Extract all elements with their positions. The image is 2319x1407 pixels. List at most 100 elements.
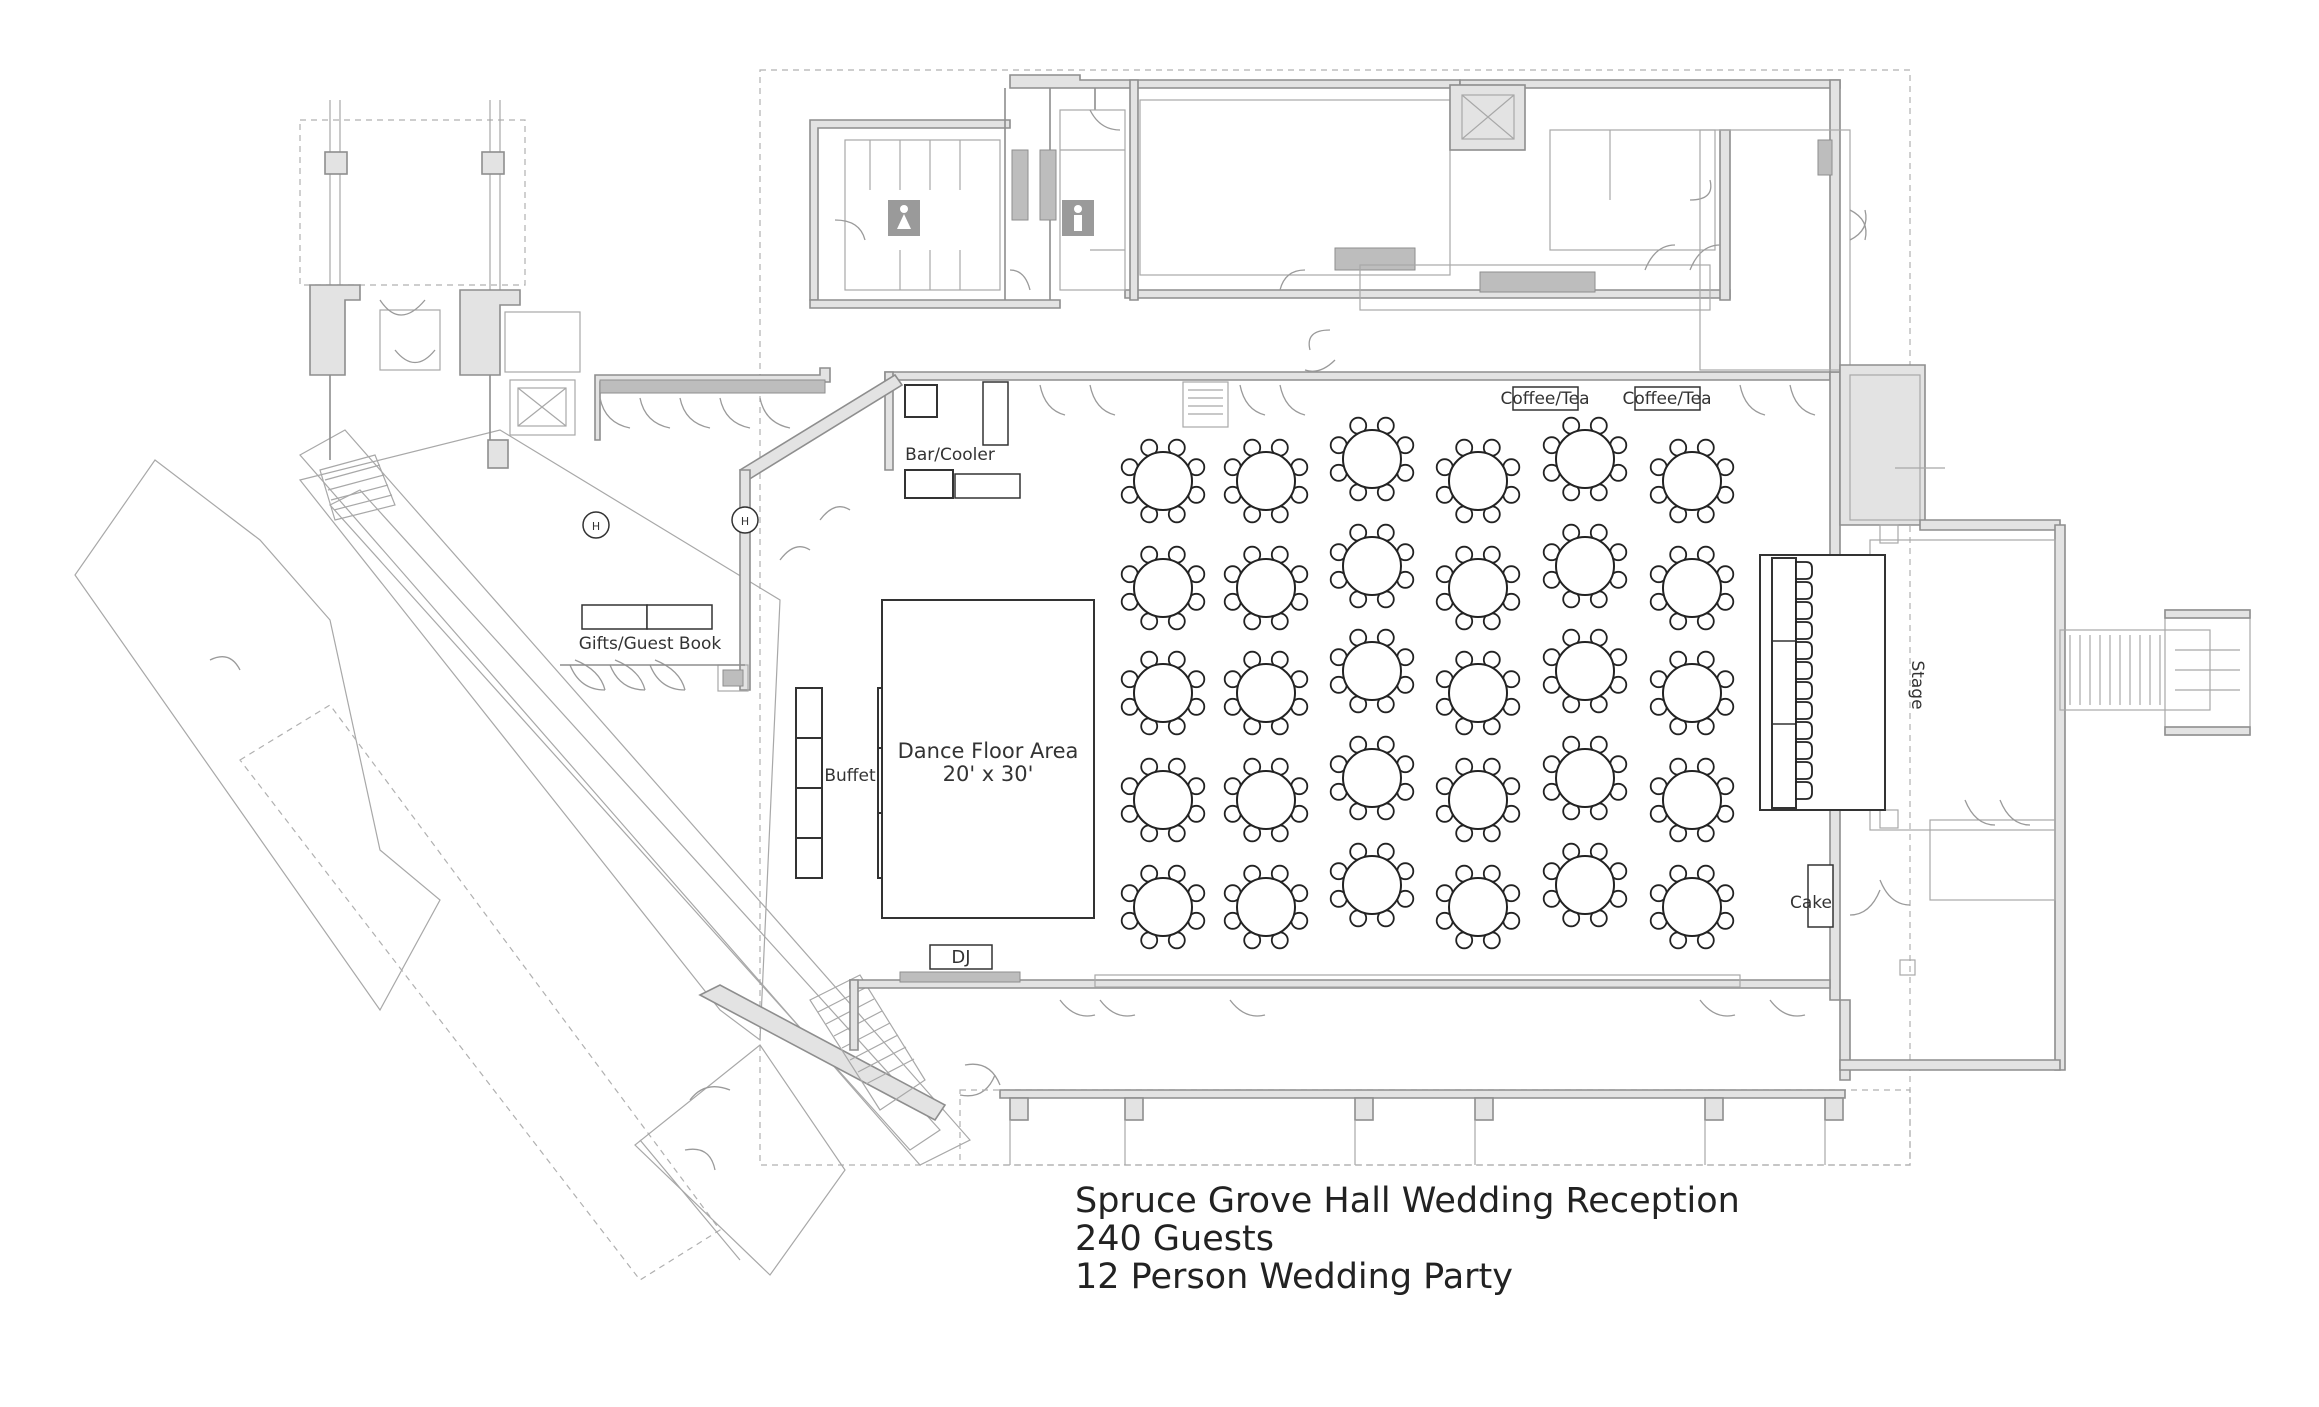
table-top bbox=[1555, 855, 1615, 915]
round-table bbox=[1223, 650, 1309, 736]
round-table bbox=[1542, 416, 1628, 502]
table-top bbox=[1133, 770, 1193, 830]
table-top bbox=[1342, 855, 1402, 915]
dance-floor: Dance Floor Area 20' x 30' bbox=[881, 599, 1095, 919]
round-table bbox=[1435, 438, 1521, 524]
round-table bbox=[1120, 650, 1206, 736]
right-wing bbox=[1839, 364, 2251, 1081]
table-top bbox=[1448, 770, 1508, 830]
stair-left-wing bbox=[319, 454, 396, 521]
round-table bbox=[1435, 864, 1521, 950]
head-table-chair bbox=[1795, 561, 1813, 580]
round-table bbox=[1542, 842, 1628, 928]
table-top bbox=[1662, 770, 1722, 830]
stage-label: Stage bbox=[1907, 660, 1927, 709]
women-restroom-icon bbox=[888, 200, 920, 236]
table-top bbox=[1236, 770, 1296, 830]
round-table bbox=[1435, 545, 1521, 631]
dj-label: DJ bbox=[951, 947, 970, 968]
head-table-chair bbox=[1795, 761, 1813, 780]
table-top bbox=[1448, 877, 1508, 937]
elevator-left bbox=[509, 379, 576, 436]
table-top bbox=[1342, 748, 1402, 808]
head-table-chair bbox=[1795, 661, 1813, 680]
head-table-chair bbox=[1795, 601, 1813, 620]
table-top bbox=[1555, 748, 1615, 808]
table-top bbox=[1133, 558, 1193, 618]
head-table bbox=[1771, 557, 1813, 809]
table-top bbox=[1236, 877, 1296, 937]
dj-booth: DJ bbox=[929, 944, 993, 970]
round-table bbox=[1329, 842, 1415, 928]
bar-cooler-label: Bar/Cooler bbox=[905, 445, 995, 465]
round-table bbox=[1649, 864, 1735, 950]
bar-cooler: Bar/Cooler bbox=[904, 381, 1021, 499]
head-table-chair bbox=[1795, 581, 1813, 600]
round-table bbox=[1223, 545, 1309, 631]
round-table bbox=[1223, 864, 1309, 950]
round-table bbox=[1542, 523, 1628, 609]
table-top bbox=[1236, 663, 1296, 723]
event-title: Spruce Grove Hall Wedding Reception bbox=[1075, 1181, 1740, 1221]
table-top bbox=[1555, 641, 1615, 701]
round-table bbox=[1649, 757, 1735, 843]
round-tables bbox=[1120, 416, 1735, 950]
dance-floor-label: Dance Floor Area bbox=[898, 739, 1079, 763]
table-top bbox=[1662, 663, 1722, 723]
table-top bbox=[1342, 429, 1402, 489]
table-top bbox=[1342, 536, 1402, 596]
svg-text:H: H bbox=[592, 520, 600, 533]
guest-count: 240 Guests bbox=[1075, 1219, 1274, 1259]
men-restroom bbox=[1059, 109, 1126, 291]
head-table-chair bbox=[1795, 781, 1813, 800]
round-table bbox=[1649, 438, 1735, 524]
head-table-chair bbox=[1795, 641, 1813, 660]
stair-right-exterior bbox=[2059, 609, 2251, 736]
round-table bbox=[1120, 438, 1206, 524]
gifts-guest-book-label: Gifts/Guest Book bbox=[579, 634, 722, 654]
table-top bbox=[1133, 451, 1193, 511]
head-table-top bbox=[1771, 557, 1797, 809]
table-top bbox=[1662, 451, 1722, 511]
table-top bbox=[1342, 641, 1402, 701]
hall-doors bbox=[574, 384, 1816, 1097]
coffee-tea-station-1: Coffee/Tea bbox=[1500, 386, 1590, 411]
stair-lower-wing bbox=[809, 974, 926, 1111]
round-table bbox=[1542, 735, 1628, 821]
round-table bbox=[1542, 628, 1628, 714]
cake-label: Cake bbox=[1790, 893, 1832, 913]
round-table bbox=[1329, 735, 1415, 821]
upper-service-block bbox=[809, 74, 1867, 373]
round-table bbox=[1329, 416, 1415, 502]
table-top bbox=[1133, 877, 1193, 937]
coffee-tea-label: Coffee/Tea bbox=[1500, 389, 1589, 409]
head-table-chair bbox=[1795, 741, 1813, 760]
round-table bbox=[1223, 438, 1309, 524]
entry-threshold bbox=[560, 664, 749, 692]
round-table bbox=[1120, 757, 1206, 843]
gifts-guest-book-table: Gifts/Guest Book bbox=[579, 604, 722, 654]
round-table bbox=[1435, 650, 1521, 736]
main-hall-walls bbox=[594, 367, 1841, 1051]
round-table bbox=[1329, 628, 1415, 714]
round-table bbox=[1223, 757, 1309, 843]
marker-h-1: H bbox=[582, 511, 610, 539]
head-table-chair bbox=[1795, 621, 1813, 640]
vent-grille bbox=[1182, 381, 1229, 428]
round-table bbox=[1649, 650, 1735, 736]
table-top bbox=[1133, 663, 1193, 723]
head-table-chair bbox=[1795, 701, 1813, 720]
table-top bbox=[1662, 877, 1722, 937]
table-top bbox=[1555, 429, 1615, 489]
lower-colonnade bbox=[959, 974, 1911, 1166]
round-table bbox=[1120, 545, 1206, 631]
head-table-chair bbox=[1795, 681, 1813, 700]
table-top bbox=[1448, 451, 1508, 511]
elevator-right bbox=[1449, 84, 1526, 151]
table-top bbox=[1236, 451, 1296, 511]
title-block: Spruce Grove Hall Wedding Reception 240 … bbox=[1075, 1182, 1740, 1296]
coffee-tea-label: Coffee/Tea bbox=[1622, 389, 1711, 409]
table-top bbox=[1448, 558, 1508, 618]
dance-floor-size-label: 20' x 30' bbox=[943, 762, 1034, 786]
